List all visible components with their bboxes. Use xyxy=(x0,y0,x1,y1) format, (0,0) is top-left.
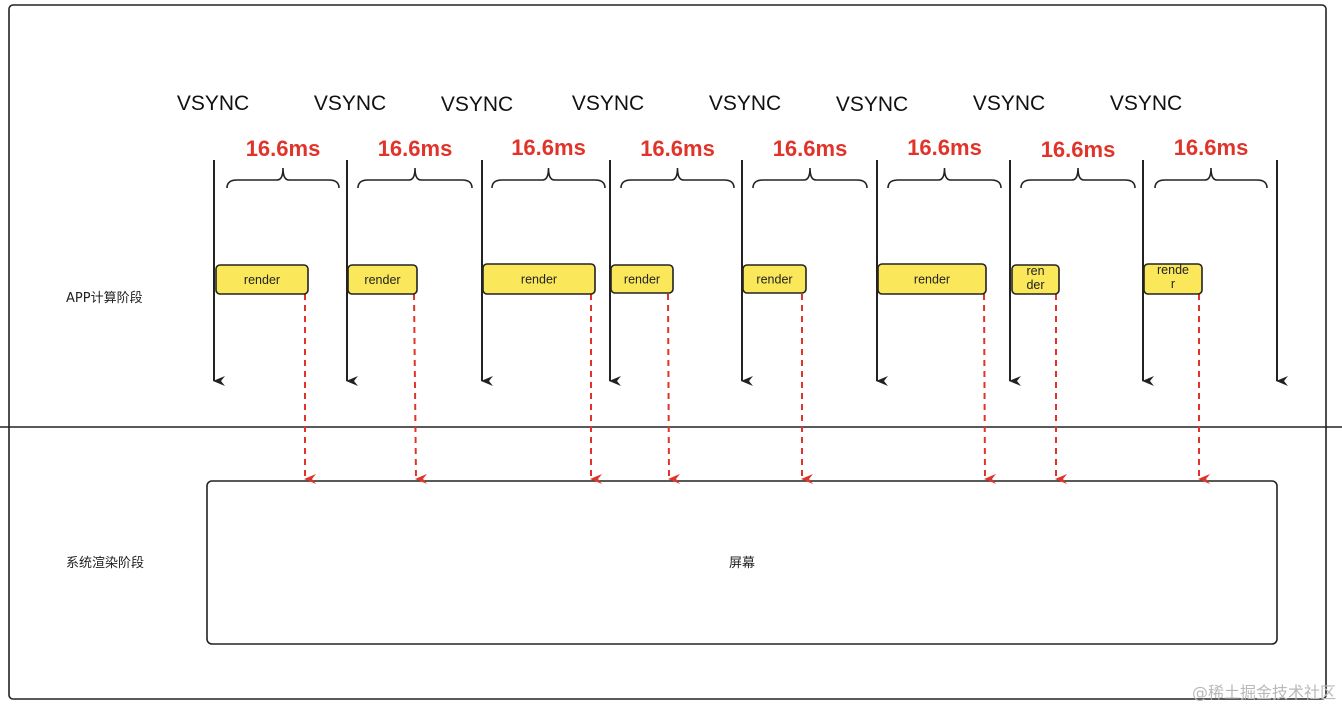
vsync-label: VSYNC xyxy=(314,92,386,115)
render-block xyxy=(1143,263,1203,295)
interval-label: 16.6ms xyxy=(1041,137,1116,162)
render-label-line: r xyxy=(1171,277,1175,291)
interval-brace xyxy=(752,167,868,189)
render-label: render xyxy=(914,273,950,287)
render-block xyxy=(347,264,418,295)
watermark-text: @稀土掘金技术社区 xyxy=(1191,683,1336,702)
interval-label: 16.6ms xyxy=(907,135,982,160)
interval-brace xyxy=(1020,167,1136,189)
render-block xyxy=(742,264,807,294)
interval-label: 16.6ms xyxy=(773,136,848,161)
vsync-label: VSYNC xyxy=(973,92,1045,115)
interval-brace xyxy=(226,167,340,189)
dashed-render-arrow xyxy=(667,293,681,484)
render-label-line: rende xyxy=(1157,263,1189,277)
screen-label: 屏幕 xyxy=(729,556,755,571)
render-block xyxy=(877,263,987,295)
render-label-line: ren xyxy=(1026,264,1044,278)
diagram-frame xyxy=(8,4,1327,700)
render-label: render xyxy=(756,273,792,287)
vsync-label: VSYNC xyxy=(709,92,781,115)
interval-label: 16.6ms xyxy=(511,135,586,160)
vsync-label: VSYNC xyxy=(572,92,644,115)
interval-brace xyxy=(491,167,606,189)
interval-braces: 16.6ms 16.6ms 16.6ms 16.6ms 16.6ms 16.6ms 16.6… xyxy=(226,135,1268,189)
render-label: render xyxy=(521,273,557,287)
interval-label: 16.6ms xyxy=(378,136,453,161)
vsync-label: VSYNC xyxy=(177,92,249,115)
dashed-render-arrow xyxy=(413,293,428,484)
render-block xyxy=(610,264,674,294)
dashed-arrows xyxy=(304,293,1210,484)
interval-label: 16.6ms xyxy=(246,136,321,161)
render-blocks: render render render render render render rend… xyxy=(215,263,1203,295)
render-label: render xyxy=(364,273,400,287)
interval-label: 16.6ms xyxy=(1174,135,1249,160)
render-block xyxy=(1011,264,1060,295)
render-block xyxy=(482,263,596,295)
interval-brace xyxy=(1154,167,1268,189)
vsync-label: VSYNC xyxy=(1110,92,1182,115)
interval-brace xyxy=(357,167,473,189)
interval-brace xyxy=(887,167,1002,189)
dashed-render-arrow xyxy=(983,293,997,484)
interval-label: 16.6ms xyxy=(640,136,715,161)
screen-box xyxy=(206,480,1278,645)
vsync-label: VSYNC xyxy=(441,93,513,116)
render-label: render xyxy=(624,273,660,287)
render-label-line: der xyxy=(1026,278,1044,292)
app-stage-label: APP计算阶段 xyxy=(66,291,143,306)
vsync-label: VSYNC xyxy=(836,93,908,116)
system-stage-label: 系统渲染阶段 xyxy=(66,556,144,571)
interval-brace xyxy=(620,167,735,189)
render-block xyxy=(215,264,309,295)
vsync-lines: VSYNC VSYNC VSYNC VSYNC VSYNC VSYNC VSYNC VSYNC xyxy=(177,92,1288,386)
render-label: render xyxy=(244,273,280,287)
